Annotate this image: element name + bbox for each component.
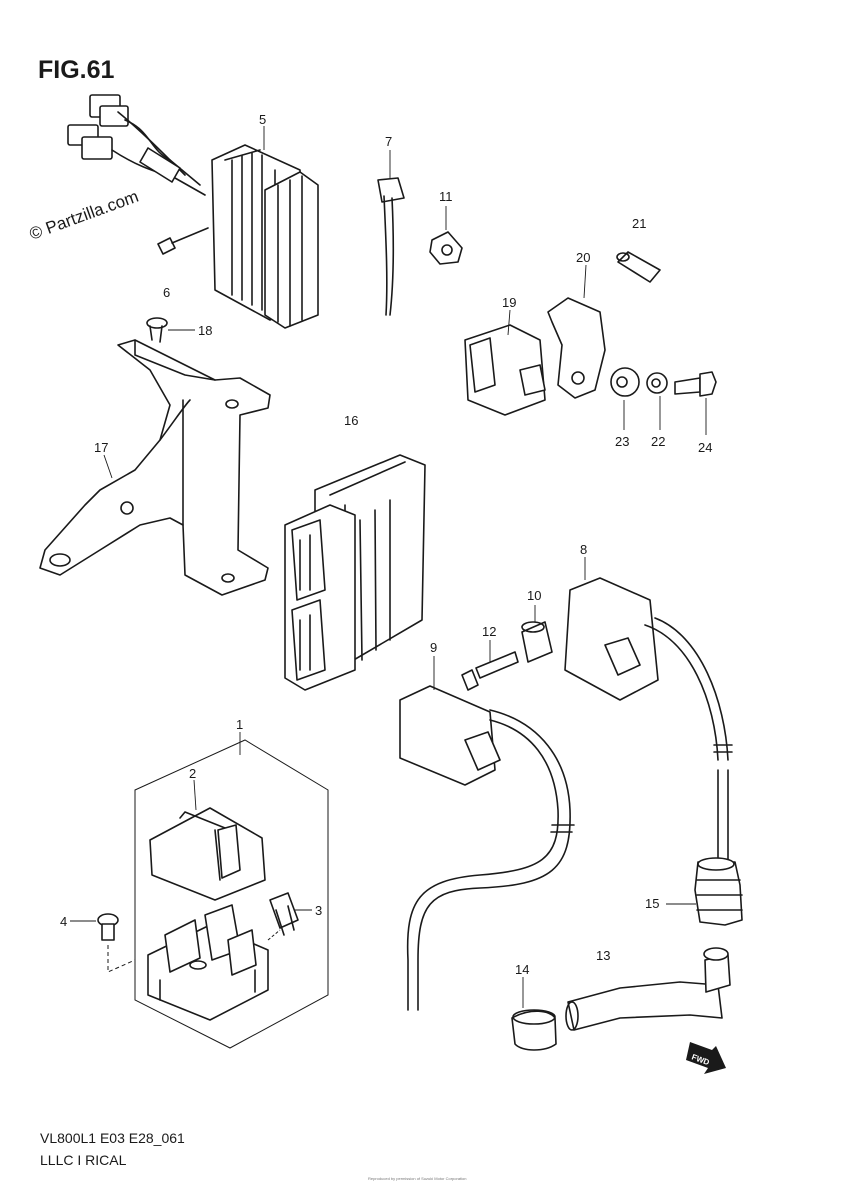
callout-6: 6	[163, 285, 170, 300]
watermark: © Partzilla.com	[27, 187, 141, 244]
relay-19-part	[464, 324, 546, 416]
callout-23: 23	[615, 434, 629, 449]
callout-21: 21	[632, 216, 646, 231]
screw-4-part	[97, 913, 119, 941]
callout-13: 13	[596, 948, 610, 963]
bolt-24-part	[674, 371, 717, 397]
fuse-box-assembly	[97, 739, 329, 1049]
ecm-part	[284, 454, 426, 691]
cable-tie-part	[377, 177, 405, 316]
callout-5: 5	[259, 112, 266, 127]
callout-14: 14	[515, 962, 529, 977]
callout-19: 19	[502, 295, 516, 310]
callout-2: 2	[189, 766, 196, 781]
callout-7: 7	[385, 134, 392, 149]
ignition-coil-8-part	[564, 577, 733, 861]
relay-bracket-part	[547, 297, 606, 399]
callout-9: 9	[430, 640, 437, 655]
washer-22-part	[646, 372, 668, 394]
section-name: LLLC I RICAL	[40, 1152, 127, 1168]
callout-1: 1	[236, 717, 243, 732]
ignition-coil-9-part	[399, 685, 575, 1011]
callout-15: 15	[645, 896, 659, 911]
figure-title: FIG.61	[38, 56, 115, 84]
callout-3: 3	[315, 903, 322, 918]
model-code: VL800L1 E03 E28_061	[40, 1130, 185, 1146]
fwd-arrow-icon: FWD	[686, 1042, 726, 1074]
callout-4: 4	[60, 914, 67, 929]
callout-8: 8	[580, 542, 587, 557]
fuse-box-cover-2-part	[149, 807, 266, 901]
callout-12: 12	[482, 624, 496, 639]
regulator-rectifier-part	[67, 94, 319, 329]
callout-10: 10	[527, 588, 541, 603]
grommet-23-part	[610, 367, 640, 397]
spark-plug-cap-13-part	[565, 947, 731, 1031]
sleeve-21-part	[616, 251, 661, 283]
callout-24: 24	[698, 440, 712, 455]
cover-ring-14-part	[511, 1009, 557, 1051]
callout-18: 18	[198, 323, 212, 338]
callout-22: 22	[651, 434, 665, 449]
callout-20: 20	[576, 250, 590, 265]
callout-11: 11	[439, 189, 453, 204]
fuse-box-base-part	[147, 904, 269, 1021]
fuse-3-part	[269, 892, 299, 936]
bolt-12-part	[461, 651, 519, 691]
reproduction-note: Reproduced by permission of Suzuki Motor…	[368, 1176, 467, 1181]
clamp-part	[429, 231, 463, 265]
callout-16: 16	[344, 413, 358, 428]
spacer-10-part	[521, 621, 553, 663]
screw-18-part	[146, 317, 168, 343]
plug-cap-15-part	[694, 857, 743, 926]
callout-17: 17	[94, 440, 108, 455]
bracket-part	[39, 339, 271, 596]
